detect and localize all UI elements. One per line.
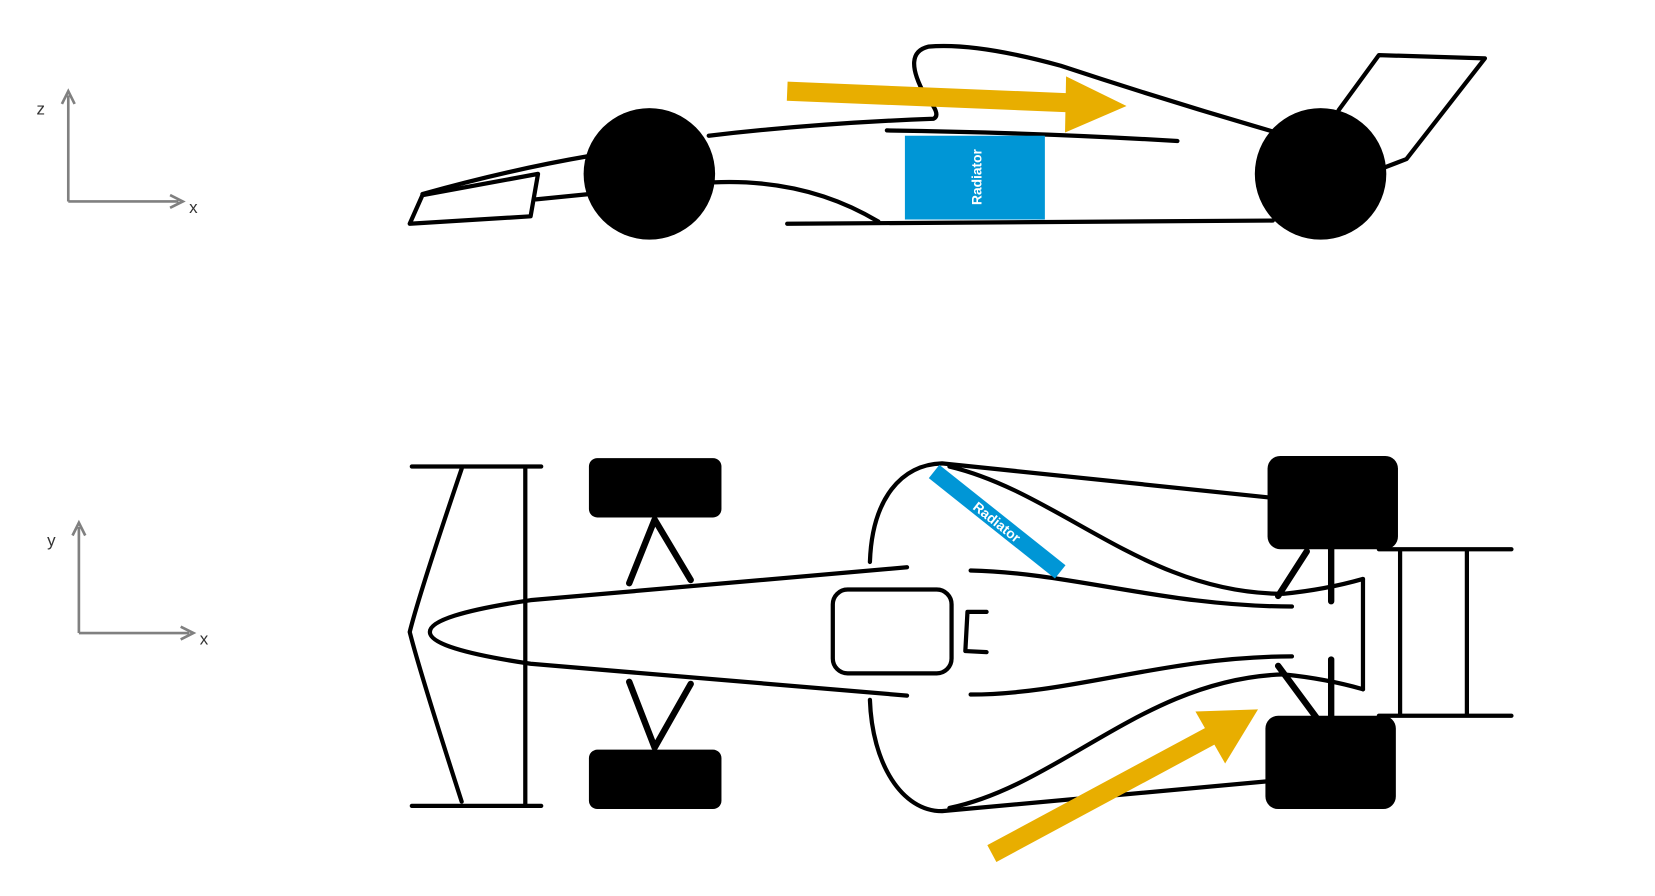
sidepod-top-line <box>884 128 1180 144</box>
right-sidepod-outer <box>867 697 1268 814</box>
roll-hoop <box>963 609 989 655</box>
radiator-label: Radiator <box>969 149 984 205</box>
z-axis-label: z <box>36 100 44 119</box>
nose-lower-line <box>533 191 593 202</box>
left-sidepod-undercut <box>947 464 1366 596</box>
front-left-tyre <box>588 458 722 518</box>
x-axis-label: x <box>200 630 209 649</box>
airflow-arrow-head <box>1195 709 1259 764</box>
front-wheel <box>583 108 716 240</box>
front-wing-main-plane <box>407 466 464 804</box>
front-right-tyre <box>588 749 722 810</box>
top-view-car: Radiator <box>407 455 1514 862</box>
airflow-arrow <box>987 709 1259 862</box>
cockpit-engine-cover <box>706 43 1275 138</box>
left-engine-cover-line <box>968 568 1295 609</box>
right-engine-cover-line <box>968 654 1295 697</box>
cockpit <box>830 587 954 676</box>
y-axis-arrow <box>71 519 87 634</box>
x-axis-arrow <box>68 193 186 210</box>
right-sidepod-undercut <box>947 672 1366 811</box>
rear-right-tyre <box>1265 715 1396 810</box>
left-sidepod-outer <box>867 461 1270 565</box>
nose-cone <box>427 565 910 698</box>
x-axis-arrow <box>78 625 197 641</box>
z-axis-arrow <box>60 88 76 202</box>
side-view-axis: z x <box>36 88 198 217</box>
front-left-suspension <box>626 516 694 587</box>
nose-upper-line <box>420 153 593 197</box>
front-wing-frame <box>409 464 544 808</box>
front-wing <box>407 464 544 808</box>
rear-suspension <box>1274 548 1321 723</box>
radiator: Radiator <box>904 135 1045 220</box>
side-view-car: Radiator <box>407 43 1488 240</box>
lower-body-line <box>710 179 881 224</box>
rear-wing <box>1376 547 1514 718</box>
front-wing <box>407 171 541 226</box>
x-axis-label: x <box>189 198 198 217</box>
rear-wheel <box>1254 108 1387 240</box>
radiator-block <box>928 464 1066 579</box>
y-axis-label: y <box>47 531 56 550</box>
airflow-arrow-head <box>1065 76 1127 133</box>
airflow-arrow-shaft <box>786 81 1072 113</box>
top-view-axis: y x <box>47 519 209 649</box>
airflow-arrow-shaft <box>987 725 1220 862</box>
airflow-arrow <box>786 76 1127 133</box>
front-right-suspension <box>626 678 694 751</box>
radiator-label: Radiator <box>970 499 1024 546</box>
rear-left-tyre <box>1267 455 1398 550</box>
floor-line <box>785 218 1275 226</box>
radiator-block <box>904 135 1045 220</box>
rear-wing <box>1336 53 1488 172</box>
